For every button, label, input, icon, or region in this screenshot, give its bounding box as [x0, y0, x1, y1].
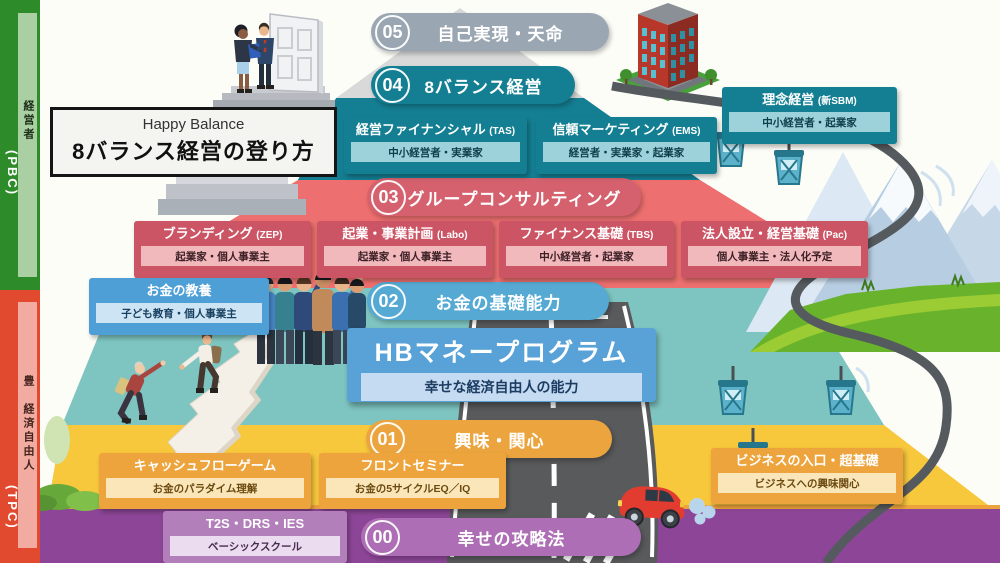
level-banner-05: 05 自己実現・天命: [371, 13, 609, 51]
level-banner-04: 04 8バランス経営: [371, 66, 575, 104]
level-banner-03: 03 グループコンサルティング: [367, 178, 641, 216]
level-banner-02: 02 お金の基礎能力: [367, 282, 609, 320]
card-audience: 中小経営者・起業家: [729, 111, 890, 132]
card-title: 経営ファイナンシャル (TAS): [355, 122, 516, 137]
sidebar-stripe: [18, 13, 37, 277]
card-audience: 子ども教育・個人事業主: [96, 302, 262, 323]
card-money-literacy: お金の教養 子ども教育・個人事業主: [89, 278, 269, 335]
sidebar-code-label: (TPC): [5, 485, 20, 530]
card-branding: ブランディング (ZEP) 起業家・個人事業主: [134, 221, 311, 278]
bush-illustration: [27, 416, 104, 511]
hill-illustration: [750, 272, 1000, 352]
level-number: 02: [371, 283, 406, 319]
card-audience: 起業家・個人事業主: [324, 245, 486, 266]
card-title: ブランディング (ZEP): [162, 226, 283, 241]
card-title: ファイナンス基礎 (TBS): [519, 226, 654, 241]
card-title: 理念経営 (新SBM): [762, 92, 857, 107]
level-label: お金の基礎能力: [435, 293, 562, 313]
hikers-illustration: [114, 327, 276, 489]
level-number: 03: [371, 179, 406, 215]
level-banner-01: 01 興味・関心: [366, 420, 612, 458]
card-title: フロントセミナー: [360, 458, 465, 473]
card-audience: お金のパラダイム理解: [106, 477, 304, 498]
card-management-financial: 経営ファイナンシャル (TAS) 中小経営者・実業家: [344, 117, 527, 174]
card-title: お金の教養: [146, 283, 212, 298]
card-incorporation-basics: 法人設立・経営基礎 (Pac) 個人事業主・法人化予定: [681, 221, 868, 278]
sidebar-role-label: 豊 経済自由人: [22, 375, 34, 473]
hb-program-title: HBマネープログラム: [374, 339, 629, 367]
level-number: 01: [370, 421, 405, 457]
level-number: 05: [375, 14, 410, 50]
level-label: 自己実現・天命: [437, 24, 564, 44]
card-title: キャッシュフローゲーム: [133, 458, 277, 473]
businesspeople-illustration: [234, 22, 274, 93]
card-audience: 中小経営者・実業家: [351, 141, 520, 162]
card-audience: お金の5サイクルEQ／IQ: [326, 477, 499, 498]
sidebar-stripe: [18, 302, 37, 548]
card-trust-marketing: 信頼マーケティング (EMS) 経営者・実業家・起業家: [536, 117, 717, 174]
sidebar-code-label: (PBC): [5, 150, 20, 197]
sidebar-role-label: 経営者: [22, 100, 34, 142]
exhaust-puff-icon: [689, 498, 716, 525]
card-front-seminar: フロントセミナー お金の5サイクルEQ／IQ: [319, 453, 506, 509]
door-illustration: [269, 13, 323, 94]
card-hb-money-program: HBマネープログラム 幸せな経済自由人の能力: [347, 328, 656, 402]
card-finance-basics: ファイナンス基礎 (TBS) 中小経営者・起業家: [499, 221, 674, 278]
level-number: 00: [365, 519, 400, 555]
sidebar-economic-freedom: 豊 経済自由人 (TPC): [0, 290, 40, 563]
card-title: 法人設立・経営基礎 (Pac): [701, 226, 848, 241]
sidebar-managers: 経営者 (PBC): [0, 0, 40, 290]
hb-program-subtitle: 幸せな経済自由人の能力: [361, 373, 642, 401]
card-title: 起業・事業計画 (Labo): [342, 226, 468, 241]
card-cashflow-game: キャッシュフローゲーム お金のパラダイム理解: [99, 453, 311, 509]
level-number: 04: [375, 67, 410, 103]
card-audience: ベーシックスクール: [170, 535, 340, 556]
level-banner-00: 00 幸せの攻略法: [361, 518, 641, 556]
card-basic-school: T2S・DRS・IES ベーシックスクール: [163, 511, 347, 563]
card-audience: 中小経営者・起業家: [506, 245, 667, 266]
level-label: 幸せの攻略法: [457, 529, 566, 549]
card-philosophy-management: 理念経営 (新SBM) 中小経営者・起業家: [722, 87, 897, 144]
card-title: ビジネスの入口・超基礎: [735, 453, 879, 468]
title-line1: Happy Balance: [142, 116, 245, 133]
card-title: T2S・DRS・IES: [205, 516, 305, 531]
title-line2: 8バランス経営の登り方: [72, 139, 315, 164]
title-box: Happy Balance 8バランス経営の登り方: [50, 107, 337, 177]
level-label: 8バランス経営: [424, 77, 543, 97]
card-startup-business-plan: 起業・事業計画 (Labo) 起業家・個人事業主: [317, 221, 493, 278]
card-audience: 経営者・実業家・起業家: [543, 141, 710, 162]
card-title: 信頼マーケティング (EMS): [552, 122, 701, 137]
car-icon: [617, 486, 716, 529]
level-label: 興味・関心: [454, 431, 545, 451]
level-label: グループコンサルティング: [407, 189, 622, 209]
card-audience: 個人事業主・法人化予定: [688, 245, 861, 266]
card-audience: 起業家・個人事業主: [141, 245, 304, 266]
card-business-entry-basics: ビジネスの入口・超基礎 ビジネスへの興味関心: [711, 448, 903, 504]
card-audience: ビジネスへの興味関心: [718, 472, 896, 493]
